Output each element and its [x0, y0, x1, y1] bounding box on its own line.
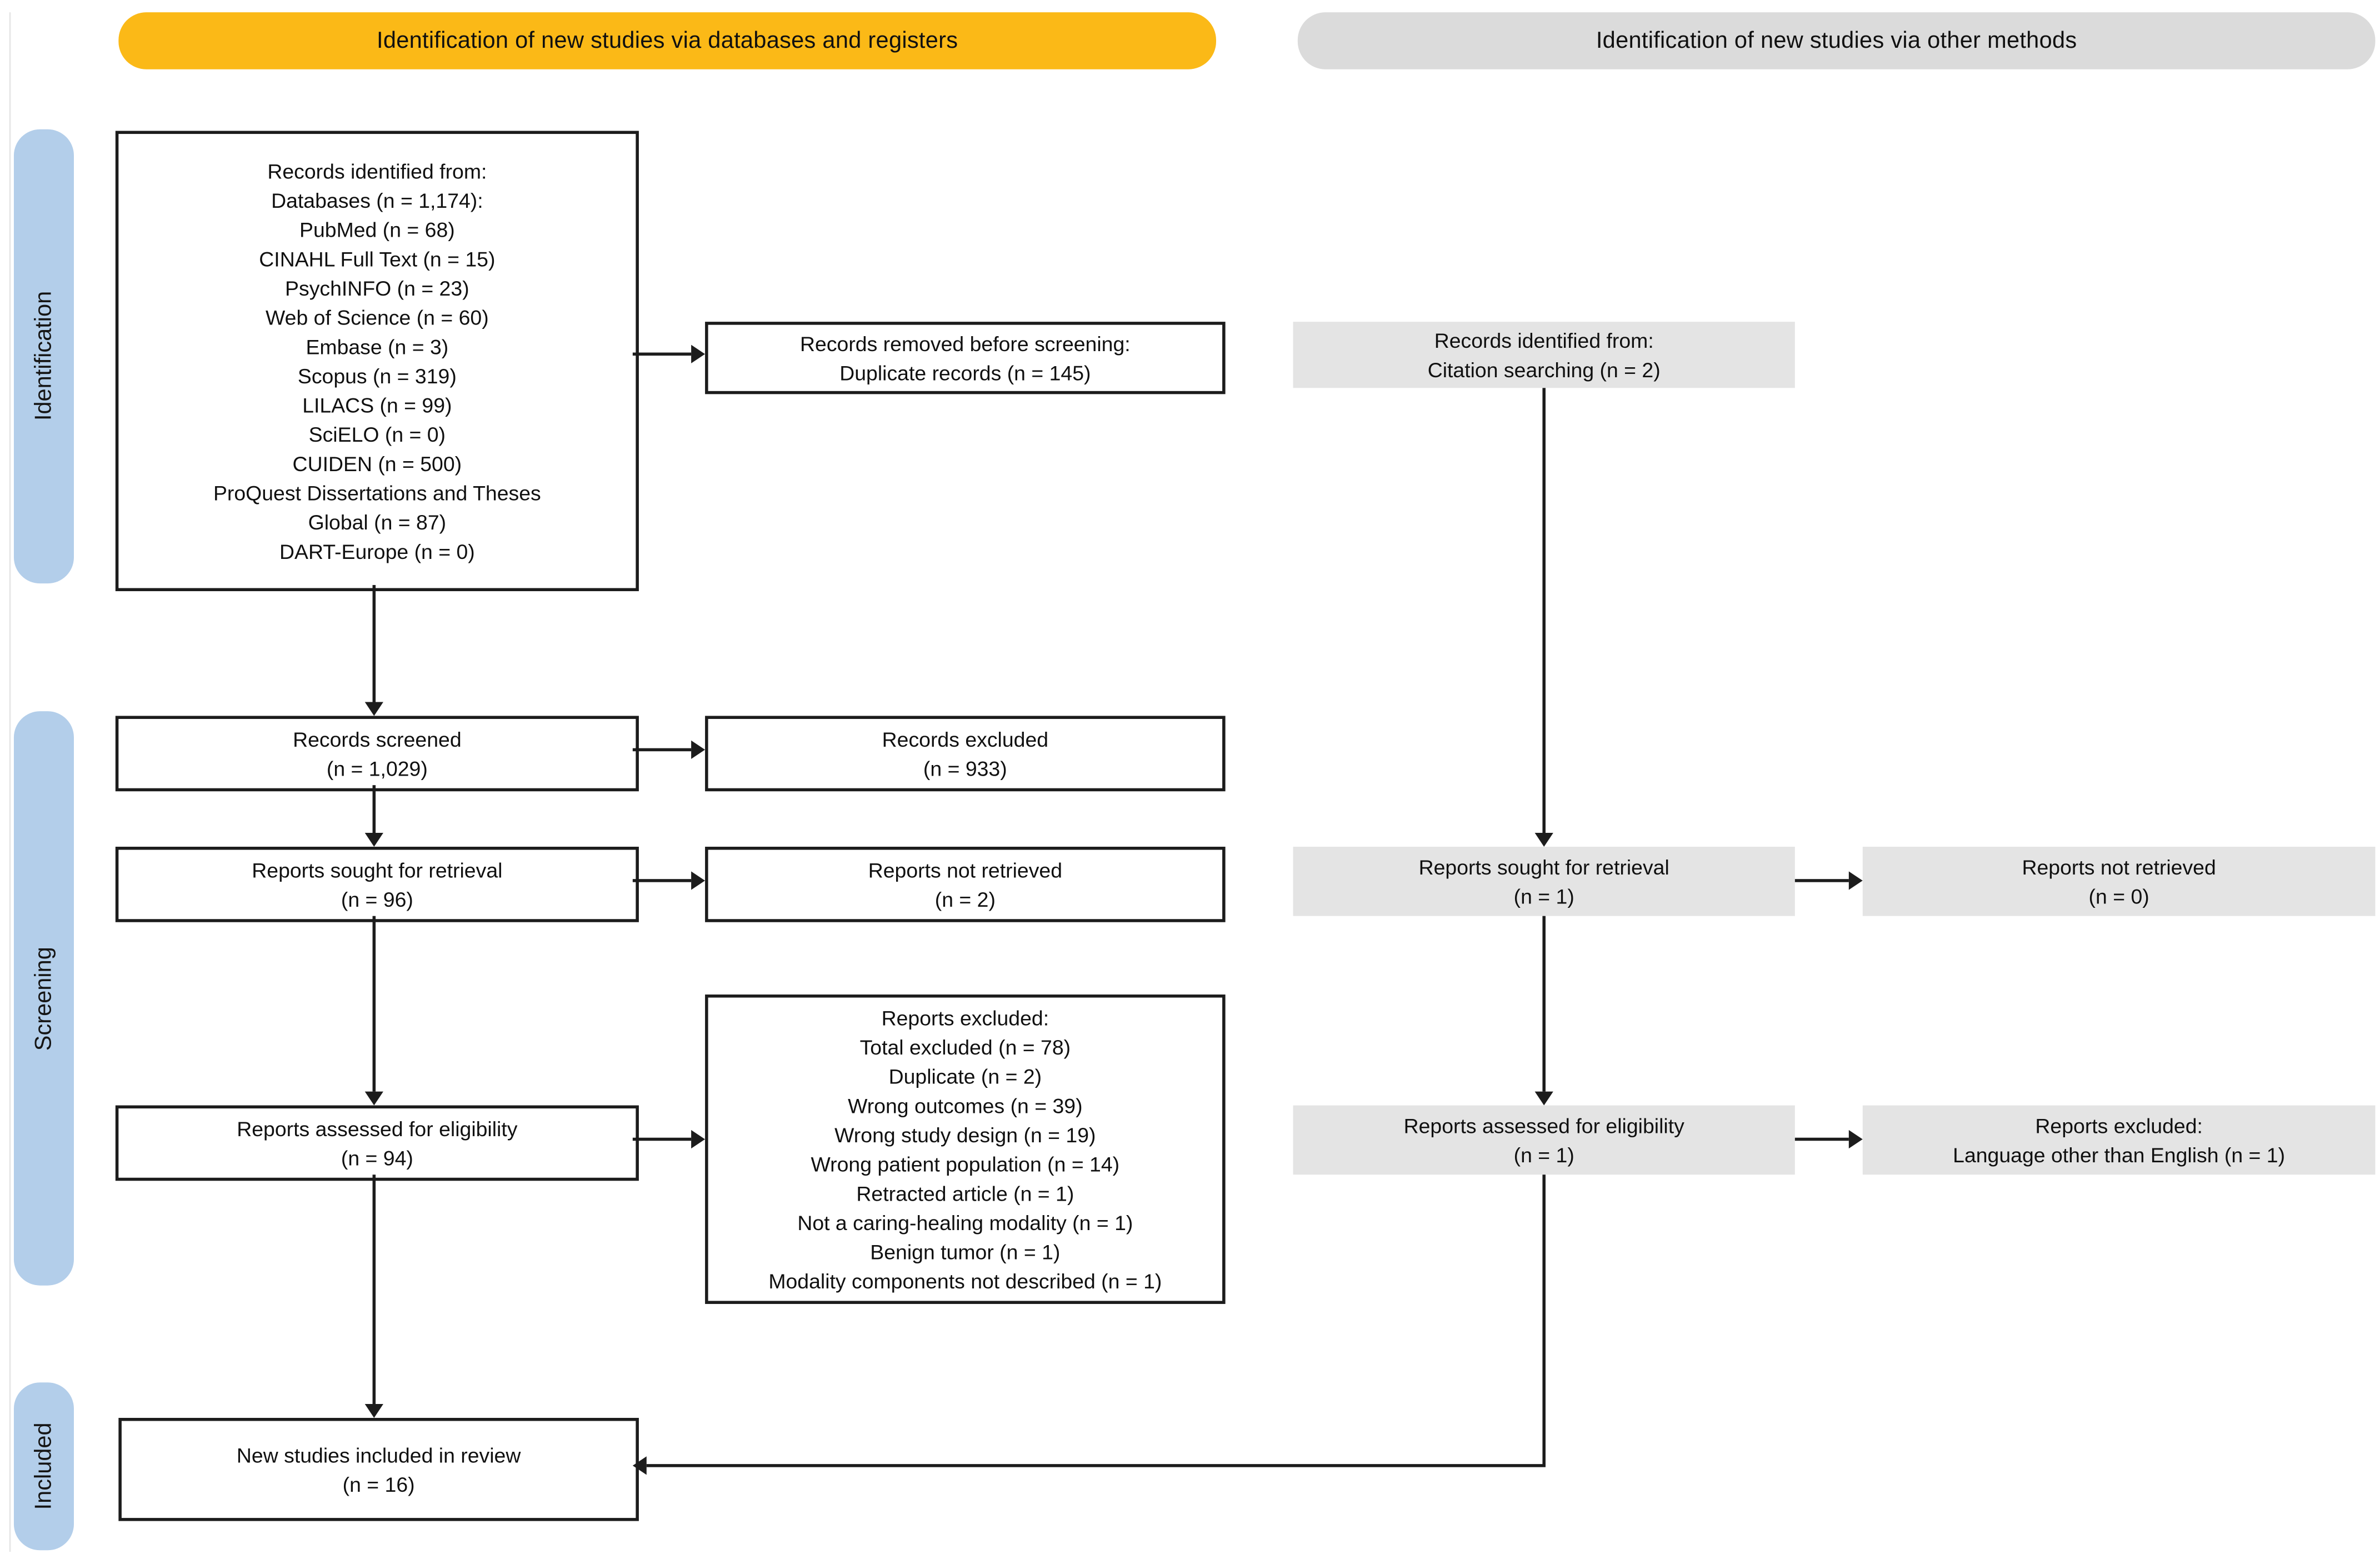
- stage-screening: Screening: [13, 711, 74, 1286]
- box-reports-excluded-detail: Reports excluded:Total excluded (n = 78)…: [705, 995, 1226, 1304]
- box-reports-sought-other: Reports sought for retrieval(n = 1): [1293, 846, 1795, 916]
- arrow-assessed-to-excluded-detail-line: [632, 1137, 692, 1141]
- arrow-assessed-to-excluded-detail-head: [691, 1130, 706, 1149]
- arrow-sought-other-to-notretrieved-head: [1848, 871, 1863, 890]
- arrow-screened-to-sought-head: [364, 833, 383, 847]
- box-reports-assessed-databases: Reports assessed for eligibility(n = 94): [115, 1105, 639, 1181]
- arrow-identified-to-screened-line: [372, 584, 376, 702]
- arrow-citation-to-sought-line: [1542, 388, 1546, 833]
- stage-identification-label: Identification: [31, 291, 57, 422]
- arrow-sought-to-assessed-line: [372, 916, 376, 1092]
- banner-databases-registers: Identification of new studies via databa…: [118, 12, 1217, 69]
- box-records-identified: Records identified from:Databases (n = 1…: [115, 131, 639, 592]
- arrow-screened-to-excluded-head: [691, 740, 706, 759]
- arrow-sought-to-notretrieved-head: [691, 871, 706, 890]
- arrow-assessed-other-to-included-hline: [646, 1464, 1546, 1467]
- left-edge-rule: [9, 12, 11, 1552]
- arrow-sought-other-to-notretrieved-line: [1794, 879, 1849, 882]
- box-reports-assessed-other: Reports assessed for eligibility(n = 1): [1293, 1105, 1795, 1175]
- arrow-sought-to-notretrieved-line: [632, 879, 692, 882]
- box-reports-sought-databases: Reports sought for retrieval(n = 96): [115, 846, 639, 922]
- stage-identification: Identification: [13, 129, 74, 584]
- arrow-sought-to-assessed-head: [364, 1091, 383, 1106]
- arrow-assessed-other-to-excluded-line: [1794, 1137, 1849, 1141]
- arrow-screened-to-excluded-line: [632, 748, 692, 752]
- arrow-assessed-other-to-included-vline: [1542, 1175, 1546, 1466]
- stage-included: Included: [13, 1382, 74, 1551]
- box-new-studies-included: New studies included in review(n = 16): [118, 1417, 639, 1521]
- arrow-citation-to-sought-head: [1534, 833, 1553, 847]
- box-records-citation-searching: Records identified from:Citation searchi…: [1293, 322, 1795, 388]
- stage-included-label: Included: [31, 1422, 57, 1510]
- box-records-screened: Records screened(n = 1,029): [115, 716, 639, 792]
- stage-screening-label: Screening: [31, 946, 57, 1051]
- arrow-assessed-other-to-excluded-head: [1848, 1130, 1863, 1149]
- arrow-sought-other-to-assessed-line: [1542, 916, 1546, 1092]
- box-records-removed: Records removed before screening:Duplica…: [705, 322, 1226, 394]
- box-records-excluded: Records excluded(n = 933): [705, 716, 1226, 792]
- arrow-screened-to-sought-line: [372, 785, 376, 833]
- box-reports-not-retrieved-other: Reports not retrieved(n = 0): [1862, 846, 2376, 916]
- banner-other-methods: Identification of new studies via other …: [1297, 12, 2376, 69]
- arrow-identified-to-screened-head: [364, 702, 383, 716]
- arrow-identified-to-removed-line: [632, 352, 692, 356]
- arrow-assessed-to-included-line: [372, 1175, 376, 1405]
- arrow-identified-to-removed-head: [691, 344, 706, 363]
- arrow-sought-other-to-assessed-head: [1534, 1091, 1553, 1106]
- arrow-assessed-other-to-included-head: [632, 1456, 647, 1475]
- arrow-assessed-to-included-head: [364, 1404, 383, 1418]
- box-reports-not-retrieved-databases: Reports not retrieved(n = 2): [705, 846, 1226, 922]
- box-reports-excluded-other: Reports excluded:Language other than Eng…: [1862, 1105, 2376, 1175]
